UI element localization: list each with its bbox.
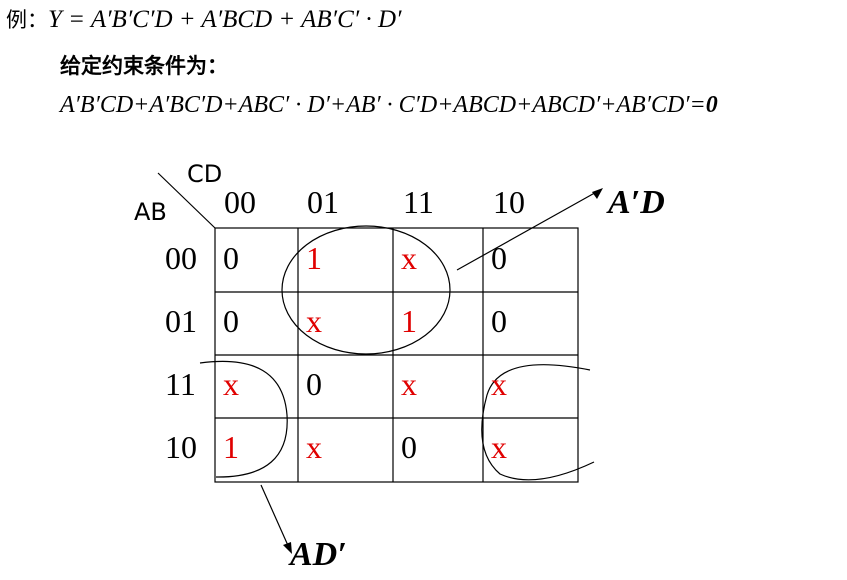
arrow-to-ad-prime-head (592, 188, 603, 199)
kmap-cell: x (401, 366, 417, 402)
kmap-row-header: 10 (165, 429, 197, 465)
kmap-cell: 0 (306, 366, 322, 402)
kmap-cell: 1 (306, 240, 322, 276)
kmap-cell: 0 (223, 303, 239, 339)
kmap-cell: 0 (401, 429, 417, 465)
kmap-cell: x (401, 240, 417, 276)
kmap-cell: 0 (491, 303, 507, 339)
kmap-col-header: 01 (307, 184, 339, 220)
kmap-cell: x (491, 366, 507, 402)
kmap-col-header: 10 (493, 184, 525, 220)
kmap-corner-diagonal (157, 172, 216, 229)
kmap-cell: 1 (223, 429, 239, 465)
kmap-cell: 1 (401, 303, 417, 339)
kmap-cell: 0 (491, 240, 507, 276)
group-loop-left-bracket (199, 360, 288, 478)
group-loop-ad-prime-ellipse (281, 225, 451, 355)
constraint-equals-value: 0 (705, 92, 718, 118)
kmap-col-header: 11 (403, 184, 434, 220)
arrow-to-ad-prime (456, 189, 601, 271)
kmap-row-header: 01 (165, 303, 197, 339)
function-definition: 例：Y = A′B′C′D + A′BCD + AB′C′ · D′ (6, 4, 402, 34)
arrow-to-ad-double-prime-head (283, 542, 292, 554)
kmap-col-header: 00 (224, 184, 256, 220)
function-expression: Y = A′B′C′D + A′BCD + AB′C′ · D′ (48, 6, 402, 33)
group-label-bottom: AD′ (290, 536, 347, 573)
group-label-top: A′D (608, 184, 665, 221)
kmap-cell: x (306, 303, 322, 339)
example-prefix: 例： (6, 8, 48, 32)
constraint-expression: A′B′CD+A′BC′D+ABC′ · D′+AB′ · C′D+ABCD+A… (60, 92, 706, 118)
constraint-equation: A′B′CD+A′BC′D+ABC′ · D′+AB′ · C′D+ABCD+A… (60, 92, 718, 119)
kmap-cell: 0 (223, 240, 239, 276)
kmap-row-header: 11 (165, 366, 196, 402)
arrow-to-ad-double-prime (260, 484, 291, 551)
kmap-row-header: 00 (165, 240, 197, 276)
group-loop-right-bracket (481, 364, 595, 481)
kmap-row-var-label: AB (134, 198, 167, 226)
kmap-cell: x (491, 429, 507, 465)
kmap-col-var-label: CD (187, 160, 223, 188)
constraint-title: 给定约束条件为： (60, 54, 228, 78)
kmap-cell: x (223, 366, 239, 402)
kmap-cell: x (306, 429, 322, 465)
